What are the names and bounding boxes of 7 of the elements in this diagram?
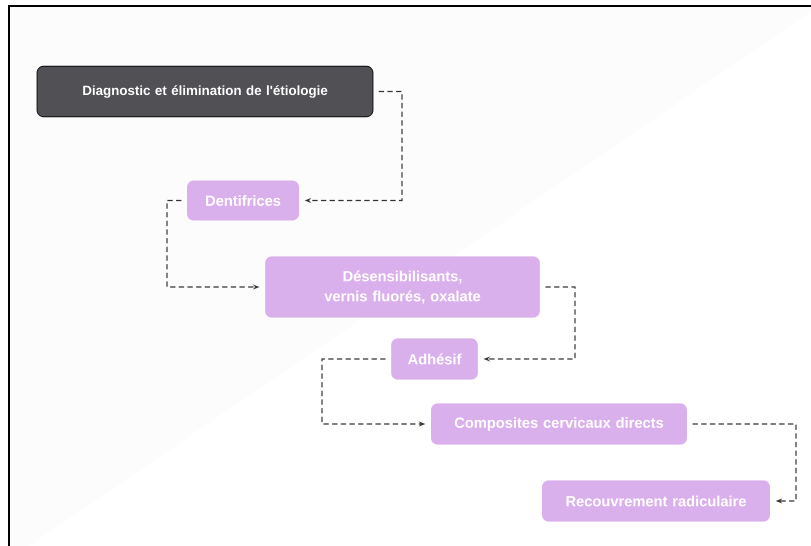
step-box: Adhésif xyxy=(391,338,478,380)
arrow xyxy=(692,423,797,504)
step-box: Diagnostic et élimination de l'étiologie xyxy=(36,66,374,118)
step-box: Recouvrement radiculaire xyxy=(542,480,770,522)
step-box: Composites cervicaux directs xyxy=(431,403,687,445)
step-box: Désensibilisants, vernis fluorés, oxalate xyxy=(265,256,540,318)
step-box: Dentifrices xyxy=(187,180,299,220)
